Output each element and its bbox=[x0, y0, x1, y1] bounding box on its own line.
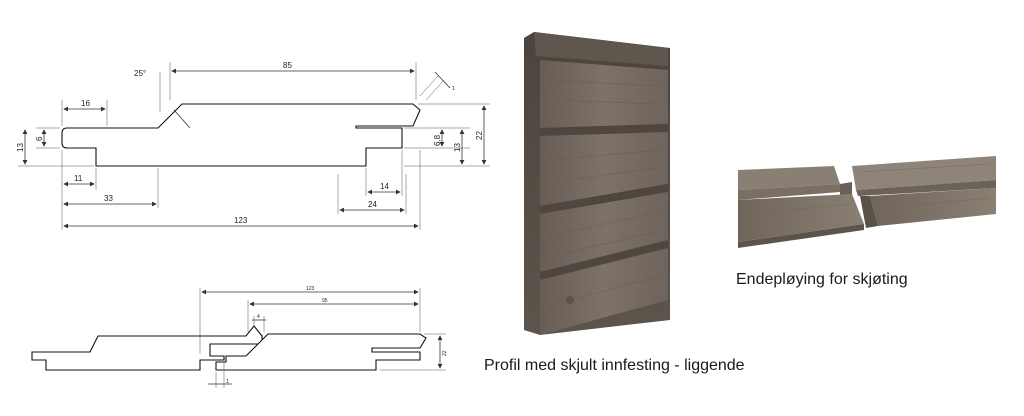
dim-14-label: 14 bbox=[380, 182, 389, 191]
bottom-dim-4-label: 4 bbox=[257, 314, 260, 320]
bottom-profile-left-board bbox=[31, 325, 263, 371]
panel-board-1 bbox=[540, 60, 668, 128]
bottom-profile-right-board bbox=[215, 333, 427, 371]
panel-board-2 bbox=[540, 132, 668, 206]
bottom-profile-drawing: 123 95 4 22 1 bbox=[31, 286, 448, 388]
bottom-dim-95-label: 95 bbox=[322, 298, 328, 304]
top-profile-outline bbox=[61, 103, 421, 167]
top-profile-drawing: 85 25° 1 16 6 13 11 33 bbox=[16, 61, 490, 230]
dim-85-label: 85 bbox=[283, 61, 292, 70]
panel-board-3 bbox=[540, 192, 668, 272]
dim-11-label: 11 bbox=[74, 174, 83, 183]
end-matching-caption: Endepløying for skjøting bbox=[736, 271, 908, 288]
panel-board-4 bbox=[540, 248, 668, 335]
dim-16-label: 16 bbox=[81, 99, 90, 108]
panel-render-image bbox=[524, 32, 670, 335]
dim-6-label: 6 bbox=[35, 136, 44, 141]
dim-13-left-label: 13 bbox=[16, 143, 25, 152]
dim-123-label: 123 bbox=[234, 216, 248, 225]
dim-33-label: 33 bbox=[104, 194, 113, 203]
dim-6-8-label: 6,8 bbox=[433, 134, 442, 146]
bottom-dim-1-label: 1 bbox=[226, 379, 229, 385]
bottom-dim-123-label: 123 bbox=[306, 286, 315, 292]
end-joint-render-image bbox=[738, 156, 996, 248]
profile-caption: Profil med skjult innfesting - liggende bbox=[484, 357, 745, 374]
dim-chamfer-label: 1 bbox=[452, 86, 455, 92]
bottom-dim-22-label: 22 bbox=[442, 350, 448, 356]
dim-angle-label: 25° bbox=[134, 69, 146, 78]
dim-24-label: 24 bbox=[368, 200, 377, 209]
dim-22-label: 22 bbox=[475, 131, 484, 140]
dim-13-right-label: 13 bbox=[453, 143, 462, 152]
